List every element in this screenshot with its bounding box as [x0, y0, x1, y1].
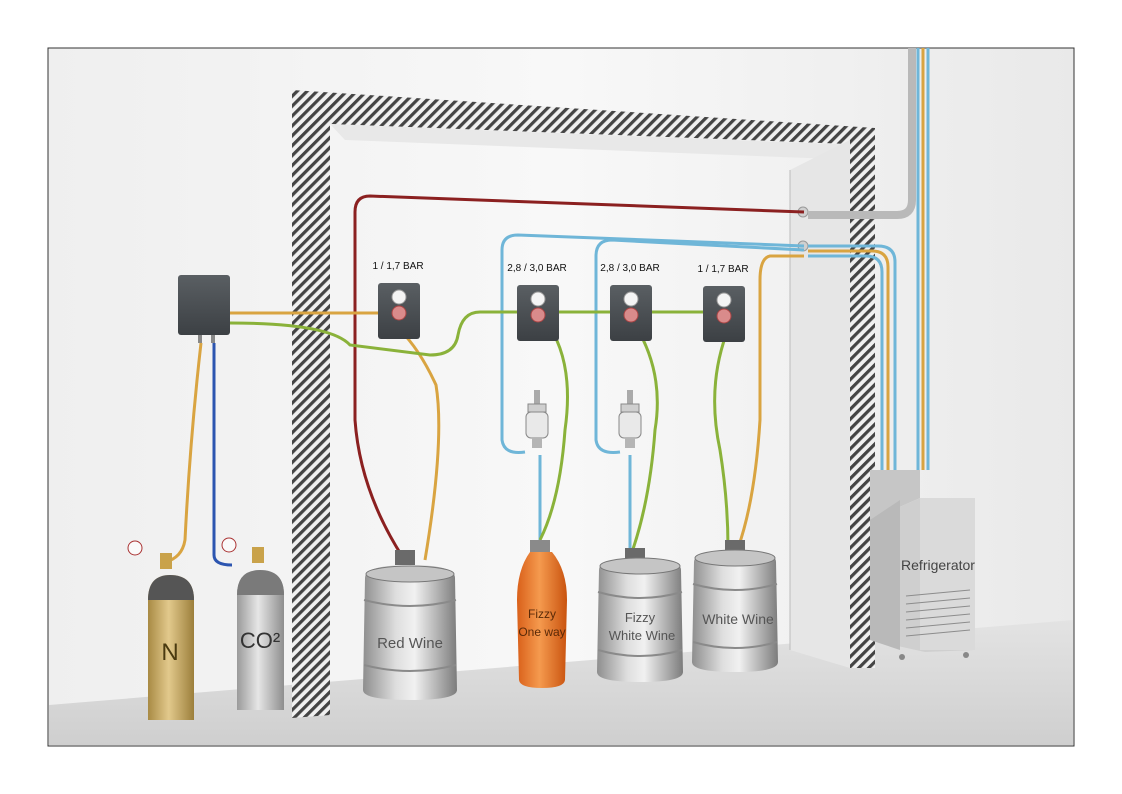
- regulator-4: 1 / 1,7 BAR: [697, 264, 749, 342]
- wall-frame: [292, 90, 875, 718]
- white-wine-line: [736, 254, 804, 549]
- keg-fizzy-white-wine-line2: White Wine: [609, 628, 675, 643]
- co2-cylinder-label: CO²: [240, 628, 280, 653]
- co2-cylinder: CO²: [221, 537, 284, 710]
- keg-fizzy-one-way: Fizzy One way: [517, 540, 567, 688]
- keg-red-wine: Red Wine: [363, 550, 457, 700]
- regulator-3: 2,8 / 3,0 BAR: [600, 263, 660, 341]
- keg-fizzy-one-way-line1: Fizzy: [528, 607, 556, 621]
- regulator-3-pressure: 2,8 / 3,0 BAR: [600, 263, 659, 274]
- red-wine-line: [353, 194, 805, 557]
- keg-fizzy-white-wine: Fizzy White Wine: [597, 548, 683, 682]
- regulator-2: 2,8 / 3,0 BAR: [507, 263, 567, 341]
- regulator-1-pressure: 1 / 1,7 BAR: [372, 261, 423, 272]
- regulator-4-pressure: 1 / 1,7 BAR: [697, 264, 748, 275]
- keg-white-wine: White Wine: [692, 540, 778, 672]
- nitrogen-cylinder: N: [127, 540, 194, 720]
- fizzy-lines: [500, 233, 805, 550]
- keg-fizzy-one-way-line2: One way: [518, 625, 565, 639]
- regulator-1: 1 / 1,7 BAR: [372, 261, 424, 339]
- keg-red-wine-label: Red Wine: [377, 635, 443, 652]
- regulator-2-pressure: 2,8 / 3,0 BAR: [507, 263, 566, 274]
- keg-fizzy-white-wine-line1: Fizzy: [625, 610, 656, 625]
- gas-distribution-box: [178, 275, 230, 343]
- refrigerator: Refrigerator: [870, 470, 975, 660]
- refrigerator-pipes: [808, 48, 930, 470]
- foam-detector-2: [618, 390, 642, 448]
- refrigerator-label: Refrigerator: [901, 557, 975, 573]
- foam-detector-1: [525, 390, 549, 448]
- keg-white-wine-label: White Wine: [702, 611, 774, 627]
- nitrogen-cylinder-label: N: [161, 639, 178, 666]
